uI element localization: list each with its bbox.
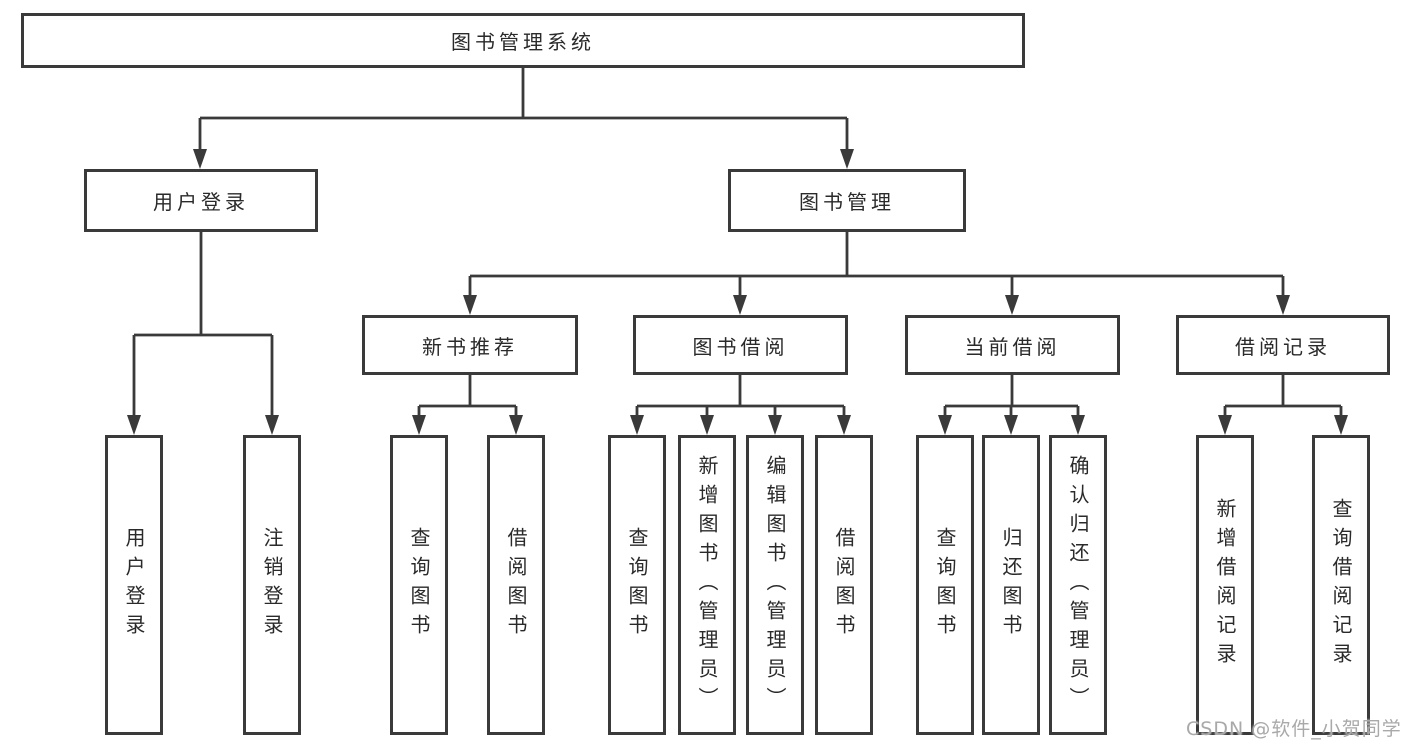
node-book-borrowing: 图书借阅 [633, 315, 848, 375]
leaf-label: 注销登录 [260, 527, 284, 643]
leaf-label: 编辑图书（管理员） [763, 454, 787, 716]
node-leaf-borrow-books: 借阅图书 [815, 435, 873, 735]
node-leaf-add-books-admin: 新增图书（管理员） [678, 435, 736, 735]
leaf-label: 查询借阅记录 [1329, 498, 1353, 672]
leaf-label: 借阅图书 [504, 527, 528, 643]
node-leaf-confirm-return-admin: 确认归还（管理员） [1049, 435, 1107, 735]
node-leaf-logout: 注销登录 [243, 435, 301, 735]
node-root: 图书管理系统 [21, 13, 1025, 68]
node-leaf-query-books-recommend: 查询图书 [390, 435, 448, 735]
leaf-label: 归还图书 [999, 527, 1023, 643]
leaf-label: 新增借阅记录 [1213, 498, 1237, 672]
node-leaf-borrow-books-recommend: 借阅图书 [487, 435, 545, 735]
node-leaf-query-borrow-record: 查询借阅记录 [1312, 435, 1370, 735]
leaf-label: 用户登录 [122, 527, 146, 643]
node-current-borrowing: 当前借阅 [905, 315, 1120, 375]
leaf-label: 查询图书 [933, 527, 957, 643]
node-leaf-query-books-borrowing: 查询图书 [608, 435, 666, 735]
node-leaf-user-login: 用户登录 [105, 435, 163, 735]
node-leaf-add-borrow-record: 新增借阅记录 [1196, 435, 1254, 735]
node-leaf-edit-books-admin: 编辑图书（管理员） [746, 435, 804, 735]
node-leaf-query-books-current: 查询图书 [916, 435, 974, 735]
node-leaf-return-books: 归还图书 [982, 435, 1040, 735]
leaf-label: 查询图书 [407, 527, 431, 643]
leaf-label: 确认归还（管理员） [1066, 454, 1090, 716]
node-new-book-recommendation: 新书推荐 [362, 315, 578, 375]
leaf-label: 借阅图书 [832, 527, 856, 643]
node-book-management: 图书管理 [728, 169, 966, 232]
node-borrowing-records: 借阅记录 [1176, 315, 1390, 375]
leaf-label: 新增图书（管理员） [695, 454, 719, 716]
node-user-login: 用户登录 [84, 169, 318, 232]
leaf-label: 查询图书 [625, 527, 649, 643]
watermark: CSDN @软件_小贺同学 [1186, 718, 1402, 740]
